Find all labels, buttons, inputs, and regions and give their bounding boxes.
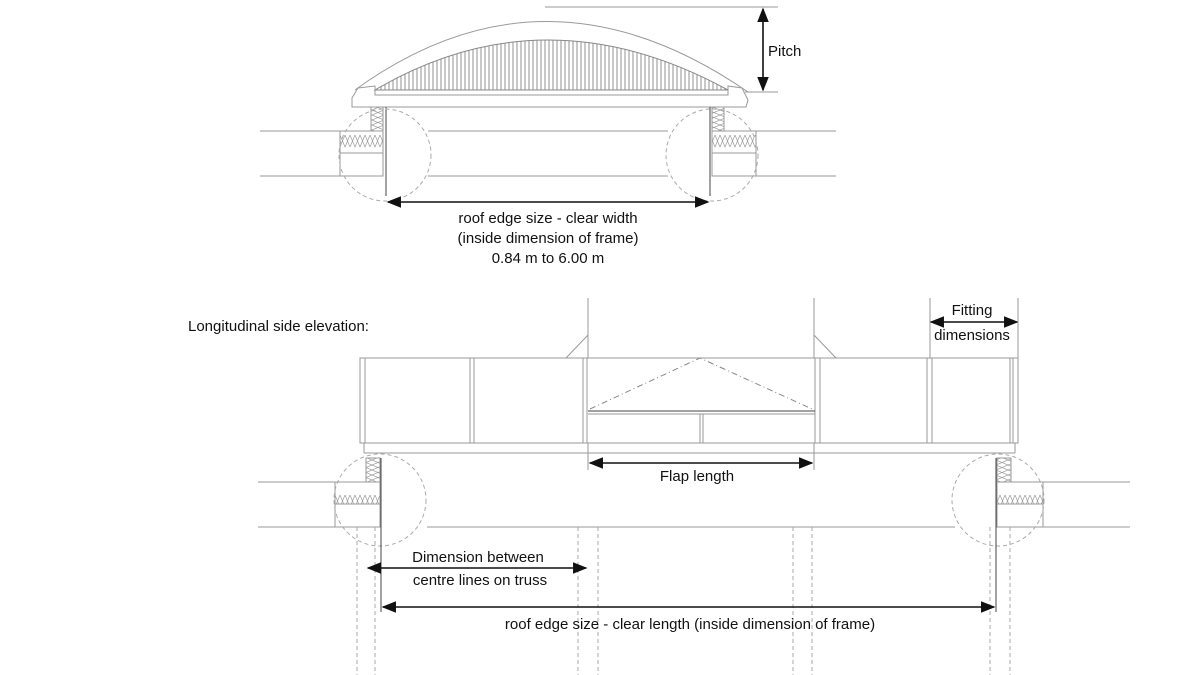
flap-length-label: Flap length [660,468,734,485]
longitudinal-elevation-view: Longitudinal side elevation: Fitting dim… [188,298,1130,675]
pitch-label: Pitch [768,43,801,60]
flap [588,357,815,443]
dome-outer-shell [354,21,749,93]
roof-body [359,357,1019,444]
truss-label: Dimension between [412,549,544,566]
centre-lines [356,527,1011,675]
fitting-label: Fitting [952,302,993,319]
wall-left [260,106,387,196]
detail-circle-left-lower [333,453,427,547]
roof-edge-base [351,85,749,108]
wall-right-lower [995,457,1130,528]
clear-width-range: 0.84 m to 6.00 m [492,250,605,267]
clear-width-label: roof edge size - clear width [458,210,637,227]
wall-right [709,106,836,196]
truss-bars [364,358,1014,443]
clear-length-label: roof edge size - clear length (inside di… [505,616,875,633]
detail-circle-right-lower [951,453,1045,547]
fitting-label-2: dimensions [934,327,1010,344]
dome-hatching [373,39,729,91]
detail-circle-left [338,108,432,202]
cross-section-view: Pitch roof edge size - clear width (insi… [260,6,836,267]
truss-label-2: centre lines on truss [413,572,547,589]
detail-circle-right [665,108,759,202]
clear-width-note: (inside dimension of frame) [458,230,639,247]
wall-left-lower [258,457,382,528]
longitudinal-heading: Longitudinal side elevation: [188,318,369,335]
